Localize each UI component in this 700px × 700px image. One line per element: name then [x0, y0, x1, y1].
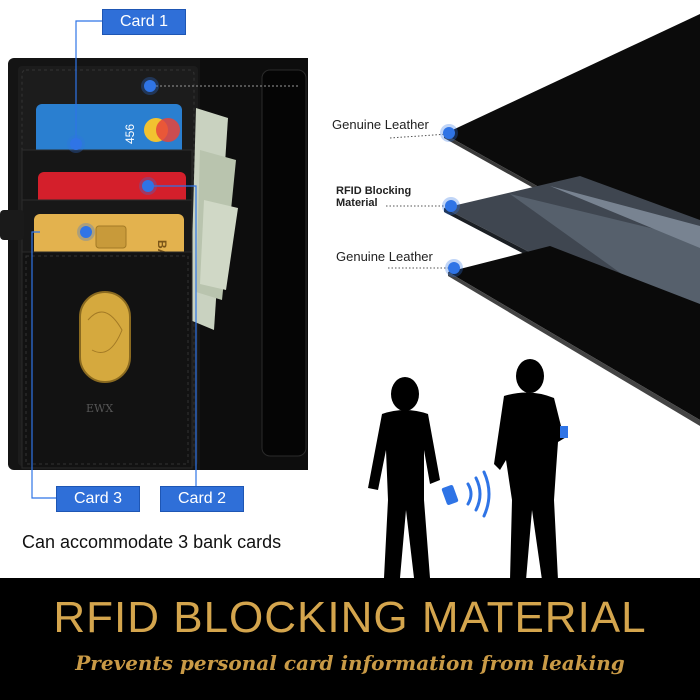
- bank-card: [441, 485, 459, 505]
- marker-dot: [70, 138, 82, 150]
- marker-dot: [142, 180, 154, 192]
- svg-text:456: 456: [123, 124, 137, 144]
- cash-bills: [190, 108, 238, 330]
- layer-label-rfid: RFID Blocking Material: [336, 185, 412, 209]
- layer-label-bottom: Genuine Leather: [336, 249, 433, 264]
- marker-dot: [445, 200, 457, 212]
- banner-title: RFID BLOCKING MATERIAL: [53, 593, 647, 642]
- card-1-label: Card 1: [102, 9, 186, 35]
- card-2-label: Card 2: [160, 486, 244, 512]
- material-layers-diagram: [444, 14, 700, 426]
- person-silhouette: [494, 359, 568, 580]
- banner-subtitle: Prevents personal card information from …: [75, 651, 625, 675]
- marker-dot: [448, 262, 460, 274]
- card-3-label: Card 3: [56, 486, 140, 512]
- wallet-brand-logo: EWX: [86, 402, 114, 415]
- person-silhouette: [368, 377, 440, 578]
- rfid-scenario-illustration: [368, 359, 568, 580]
- layer-label-top: Genuine Leather: [332, 117, 429, 132]
- rfid-signal-icon: [466, 470, 491, 518]
- capacity-caption: Can accommodate 3 bank cards: [22, 532, 282, 552]
- wallet-illustration: 456 BAN: [0, 58, 308, 470]
- marker-dot: [144, 80, 156, 92]
- banner: [0, 578, 700, 700]
- marker-dot: [80, 226, 92, 238]
- marker-dot: [443, 127, 455, 139]
